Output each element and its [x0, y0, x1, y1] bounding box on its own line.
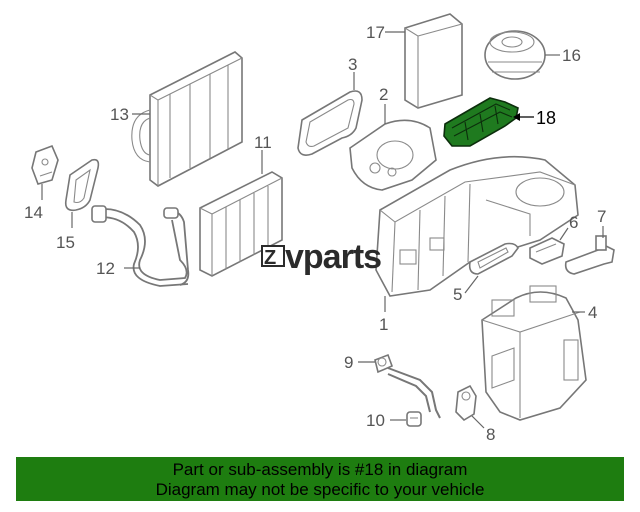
part-3-gasket[interactable]	[297, 90, 363, 156]
callout-17: 17	[366, 23, 385, 42]
part-10-plug[interactable]	[406, 411, 422, 427]
callout-7: 7	[597, 207, 606, 226]
banner-line-1: Part or sub-assembly is #18 in diagram	[172, 460, 468, 479]
part-7-duct[interactable]	[564, 235, 615, 275]
callout-4: 4	[588, 303, 597, 322]
callout-16: 16	[562, 46, 581, 65]
parts-diagram: 17 16 18 3 2	[24, 13, 615, 444]
part-18-highlighted[interactable]	[443, 97, 519, 147]
part-12-ac-lines[interactable]	[91, 205, 190, 287]
part-2-blower-housing[interactable]	[349, 119, 437, 191]
callout-14: 14	[24, 203, 43, 222]
watermark-text: vparts	[285, 238, 381, 276]
part-13-evaporator[interactable]	[131, 51, 243, 187]
banner-line-2: Diagram may not be specific to your vehi…	[155, 480, 485, 499]
info-banner: Part or sub-assembly is #18 in diagram D…	[16, 457, 624, 501]
part-8-valve[interactable]	[455, 384, 477, 422]
part-15-seal[interactable]	[64, 158, 100, 212]
callout-10: 10	[366, 411, 385, 430]
callout-11: 11	[254, 133, 272, 152]
callout-5: 5	[453, 285, 462, 304]
callout-3: 3	[348, 55, 357, 74]
callout-9: 9	[344, 353, 353, 372]
callout-15: 15	[56, 233, 75, 252]
zvparts-watermark: Z vparts	[261, 238, 382, 276]
part-14-sensor[interactable]	[31, 144, 59, 185]
callout-6: 6	[569, 213, 578, 232]
part-16-blower-motor[interactable]	[484, 30, 546, 80]
part-4-lower-case[interactable]	[481, 285, 587, 421]
watermark-logo-letter: Z	[264, 247, 276, 269]
part-9-hose[interactable]	[374, 353, 441, 419]
callout-12: 12	[96, 259, 115, 278]
part-6-actuator[interactable]	[529, 237, 565, 265]
part-5-seal[interactable]	[468, 242, 519, 275]
callout-8: 8	[486, 425, 495, 444]
callout-18: 18	[536, 108, 556, 128]
callout-13: 13	[110, 105, 129, 124]
part-17-air-filter[interactable]	[404, 13, 463, 109]
callout-1: 1	[379, 315, 388, 334]
callout-2: 2	[379, 85, 388, 104]
part-1-hvac-case[interactable]	[375, 155, 579, 297]
